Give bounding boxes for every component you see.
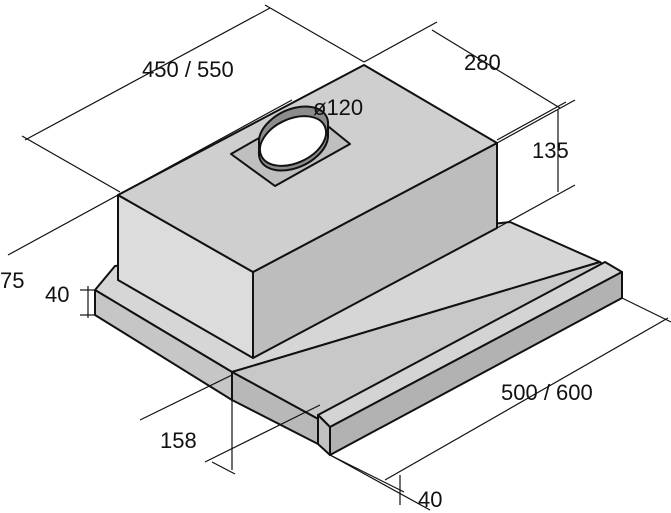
base-depth-label: 75 (0, 268, 24, 293)
dimension-lines (7, 4, 671, 511)
duct-outlet (230, 105, 351, 187)
handle-height-label: 40 (418, 487, 442, 512)
base-height-label: 40 (45, 282, 69, 307)
depth-label: 280 (464, 50, 501, 75)
extended-depth-label: 500 / 600 (501, 380, 593, 405)
duct-diameter-label: ø120 (313, 95, 363, 120)
height-label: 135 (532, 138, 569, 163)
duct-opening (258, 115, 328, 167)
dimension-labels: 450 / 550 280 ø120 135 75 40 158 500 / 6… (0, 50, 593, 512)
width-label: 450 / 550 (142, 57, 234, 82)
sliding-drawer (231, 261, 623, 456)
setback-label: 158 (160, 428, 197, 453)
